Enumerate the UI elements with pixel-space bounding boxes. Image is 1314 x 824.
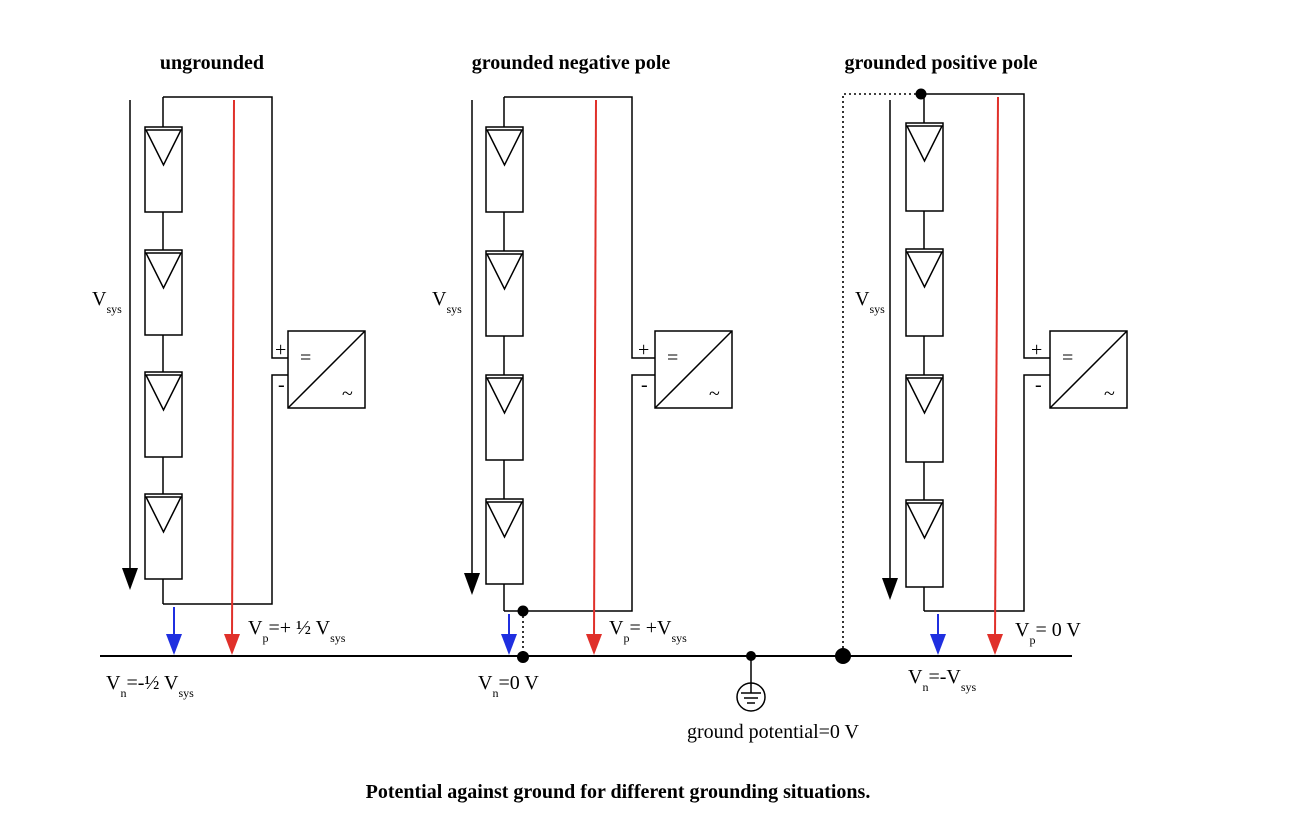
vsys-label: Vsys <box>855 288 885 316</box>
vp-arrow <box>231 99 235 641</box>
ground-potential-label: ground potential=0 V <box>687 721 860 743</box>
vp-label: Vp= 0 V <box>1015 619 1081 647</box>
vsys-arrow-head <box>464 573 480 595</box>
vsys-label: Vsys <box>432 288 462 316</box>
plus-wire <box>924 93 1050 359</box>
plus-sign: + <box>275 339 286 361</box>
inverter: = ~ <box>287 330 366 409</box>
minus-sign: - <box>1035 374 1042 396</box>
plus-sign: + <box>638 339 649 361</box>
inverter: = ~ <box>1049 330 1128 409</box>
pv-module <box>905 248 944 337</box>
minus-wire <box>163 374 288 605</box>
vn-label: Vn=-Vsys <box>908 666 977 694</box>
vp-arrow <box>994 96 999 641</box>
vsys-arrow-head <box>122 568 138 590</box>
pv-module <box>905 374 944 463</box>
minus-sign: - <box>278 374 285 396</box>
vp-arrow <box>593 99 597 641</box>
panel-grounded-negative: grounded negative pole Vsys + - = <box>432 52 733 700</box>
pv-module <box>144 249 183 336</box>
vn-arrow-head <box>501 634 517 655</box>
vp-arrow-head <box>987 634 1003 655</box>
vn-label: Vn=0 V <box>478 672 539 700</box>
panel-grounded-positive: grounded positive pole Vsys + - = <box>842 52 1128 694</box>
pv-module <box>485 374 524 461</box>
vn-arrow-head <box>930 634 946 655</box>
pv-module <box>144 126 183 213</box>
vp-label: Vp= +Vsys <box>609 617 687 645</box>
pv-module <box>905 499 944 588</box>
plus-wire <box>163 96 288 359</box>
vp-arrow-head <box>586 634 602 655</box>
vp-arrow-head <box>224 634 240 655</box>
vp-label: Vp=+ ½ Vsys <box>248 617 346 645</box>
figure-caption: Potential against ground for different g… <box>366 781 871 803</box>
panel-ungrounded: ungrounded Vsys + - <box>92 52 366 700</box>
pv-module <box>144 371 183 458</box>
pv-module <box>144 493 183 580</box>
svg-text:~: ~ <box>342 383 353 405</box>
minus-wire <box>504 374 655 612</box>
pv-module <box>485 126 524 213</box>
minus-wire <box>924 374 1050 612</box>
svg-text:~: ~ <box>1104 383 1115 405</box>
pv-module <box>485 250 524 337</box>
ground-icon <box>736 682 766 712</box>
vsys-label: Vsys <box>92 288 122 316</box>
inverter: = ~ <box>654 330 733 409</box>
svg-text:=: = <box>1062 347 1073 369</box>
pv-module <box>905 122 944 212</box>
panel-title: grounded positive pole <box>845 52 1038 74</box>
minus-sign: - <box>641 374 648 396</box>
plus-wire <box>504 96 655 359</box>
vsys-arrow-head <box>882 578 898 600</box>
svg-text:=: = <box>667 347 678 369</box>
svg-text:~: ~ <box>709 383 720 405</box>
vn-arrow-head <box>166 634 182 655</box>
panel-title: ungrounded <box>160 52 264 74</box>
junction-dot <box>835 648 851 664</box>
pv-module <box>485 498 524 585</box>
panel-title: grounded negative pole <box>472 52 671 74</box>
svg-text:=: = <box>300 347 311 369</box>
ground-connection <box>842 93 921 655</box>
plus-sign: + <box>1031 339 1042 361</box>
vn-label: Vn=-½ Vsys <box>106 672 194 700</box>
